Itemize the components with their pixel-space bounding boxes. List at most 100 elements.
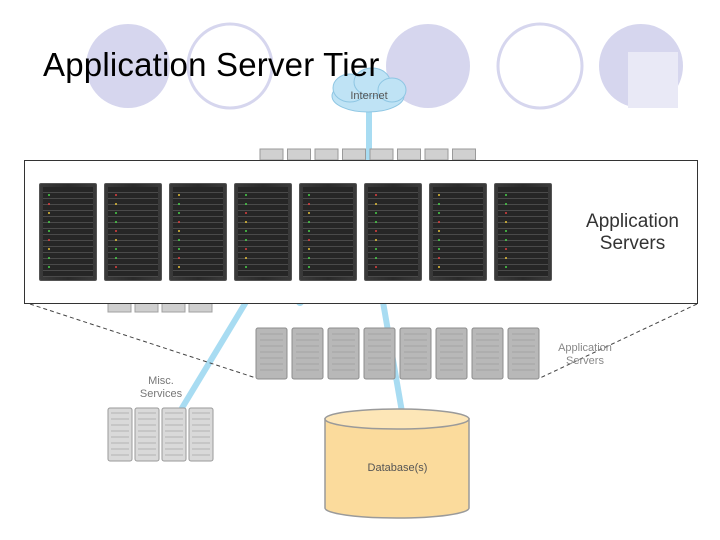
- load-balancer-units: [259, 148, 476, 161]
- status-led: [245, 194, 247, 196]
- zoomed-app-servers-panel: Application Servers: [24, 160, 698, 304]
- status-led: [245, 230, 247, 232]
- status-led: [48, 266, 50, 268]
- status-led: [245, 221, 247, 223]
- status-led: [48, 203, 50, 205]
- app-server-icon: [363, 327, 396, 380]
- status-led: [438, 257, 440, 259]
- status-led: [308, 212, 310, 214]
- status-led: [375, 221, 377, 223]
- status-led: [308, 194, 310, 196]
- load-balancer-unit: [287, 148, 311, 161]
- status-led: [505, 257, 507, 259]
- status-led: [375, 203, 377, 205]
- status-led: [48, 194, 50, 196]
- hidden-server-stubs: [107, 301, 213, 313]
- misc-services-link: [179, 299, 249, 411]
- zoom-label-line1: Application: [586, 211, 679, 232]
- status-led: [438, 266, 440, 268]
- status-led: [48, 248, 50, 250]
- status-led: [178, 257, 180, 259]
- status-led: [308, 248, 310, 250]
- status-led: [375, 239, 377, 241]
- app-server-icon: [507, 327, 540, 380]
- status-led: [308, 221, 310, 223]
- status-led: [115, 266, 117, 268]
- app-server-group: [255, 327, 540, 380]
- internet-cloud-icon: [331, 67, 407, 113]
- misc-label-line2: Services: [139, 388, 183, 400]
- status-led: [115, 194, 117, 196]
- status-led: [178, 266, 180, 268]
- status-led: [438, 203, 440, 205]
- misc-services-group: [107, 407, 214, 462]
- status-led: [178, 194, 180, 196]
- misc-label-line1: Misc.: [148, 375, 174, 387]
- server-rack-icon: [364, 183, 422, 281]
- status-led: [505, 266, 507, 268]
- status-led: [438, 248, 440, 250]
- deco-circle: [496, 22, 584, 110]
- status-led: [375, 212, 377, 214]
- status-led: [115, 257, 117, 259]
- status-led: [178, 239, 180, 241]
- status-led: [505, 194, 507, 196]
- internet-label: Internet: [350, 90, 388, 102]
- server-rack-icon: [169, 183, 227, 281]
- deco-square: [628, 52, 678, 108]
- status-led: [505, 230, 507, 232]
- app-server-icon: [291, 327, 324, 380]
- load-balancer-unit: [342, 148, 366, 161]
- status-led: [178, 230, 180, 232]
- zoomed-app-servers-label: Application Servers: [580, 211, 685, 255]
- load-balancer-unit: [397, 148, 421, 161]
- app-server-icon: [255, 327, 288, 380]
- status-led: [375, 266, 377, 268]
- server-rack-row: [39, 183, 552, 281]
- slide-title: Application Server Tier: [43, 46, 380, 83]
- server-rack-icon: [104, 183, 162, 281]
- status-led: [178, 203, 180, 205]
- status-led: [308, 203, 310, 205]
- status-led: [308, 257, 310, 259]
- server-rack-icon: [429, 183, 487, 281]
- status-led: [308, 239, 310, 241]
- server-rack-icon: [299, 183, 357, 281]
- server-rack-icon: [494, 183, 552, 281]
- deco-circle: [186, 22, 274, 110]
- misc-server-icon: [161, 407, 187, 462]
- server-rack-icon: [234, 183, 292, 281]
- app-server-icon: [471, 327, 504, 380]
- server-rack-icon: [39, 183, 97, 281]
- misc-server-icon: [134, 407, 160, 462]
- load-balancer-unit: [424, 148, 449, 161]
- status-led: [48, 212, 50, 214]
- status-led: [115, 230, 117, 232]
- database-label: Database(s): [367, 462, 428, 474]
- load-balancer-unit: [452, 148, 476, 161]
- status-led: [48, 221, 50, 223]
- status-led: [115, 212, 117, 214]
- status-led: [178, 248, 180, 250]
- status-led: [308, 266, 310, 268]
- app-server-icon: [399, 327, 432, 380]
- status-led: [178, 212, 180, 214]
- status-led: [245, 257, 247, 259]
- status-led: [438, 221, 440, 223]
- status-led: [375, 257, 377, 259]
- app-server-icon: [435, 327, 468, 380]
- status-led: [438, 230, 440, 232]
- app-server-icon: [327, 327, 360, 380]
- status-led: [178, 221, 180, 223]
- misc-server-icon: [107, 407, 133, 462]
- status-led: [505, 248, 507, 250]
- status-led: [505, 212, 507, 214]
- status-led: [115, 221, 117, 223]
- status-led: [115, 203, 117, 205]
- zoom-callout-lines: [29, 303, 698, 379]
- load-balancer-unit: [369, 148, 394, 161]
- status-led: [505, 221, 507, 223]
- deco-circle: [86, 24, 170, 108]
- app-servers-label: Application Servers: [558, 342, 612, 367]
- deco-circle: [386, 24, 470, 108]
